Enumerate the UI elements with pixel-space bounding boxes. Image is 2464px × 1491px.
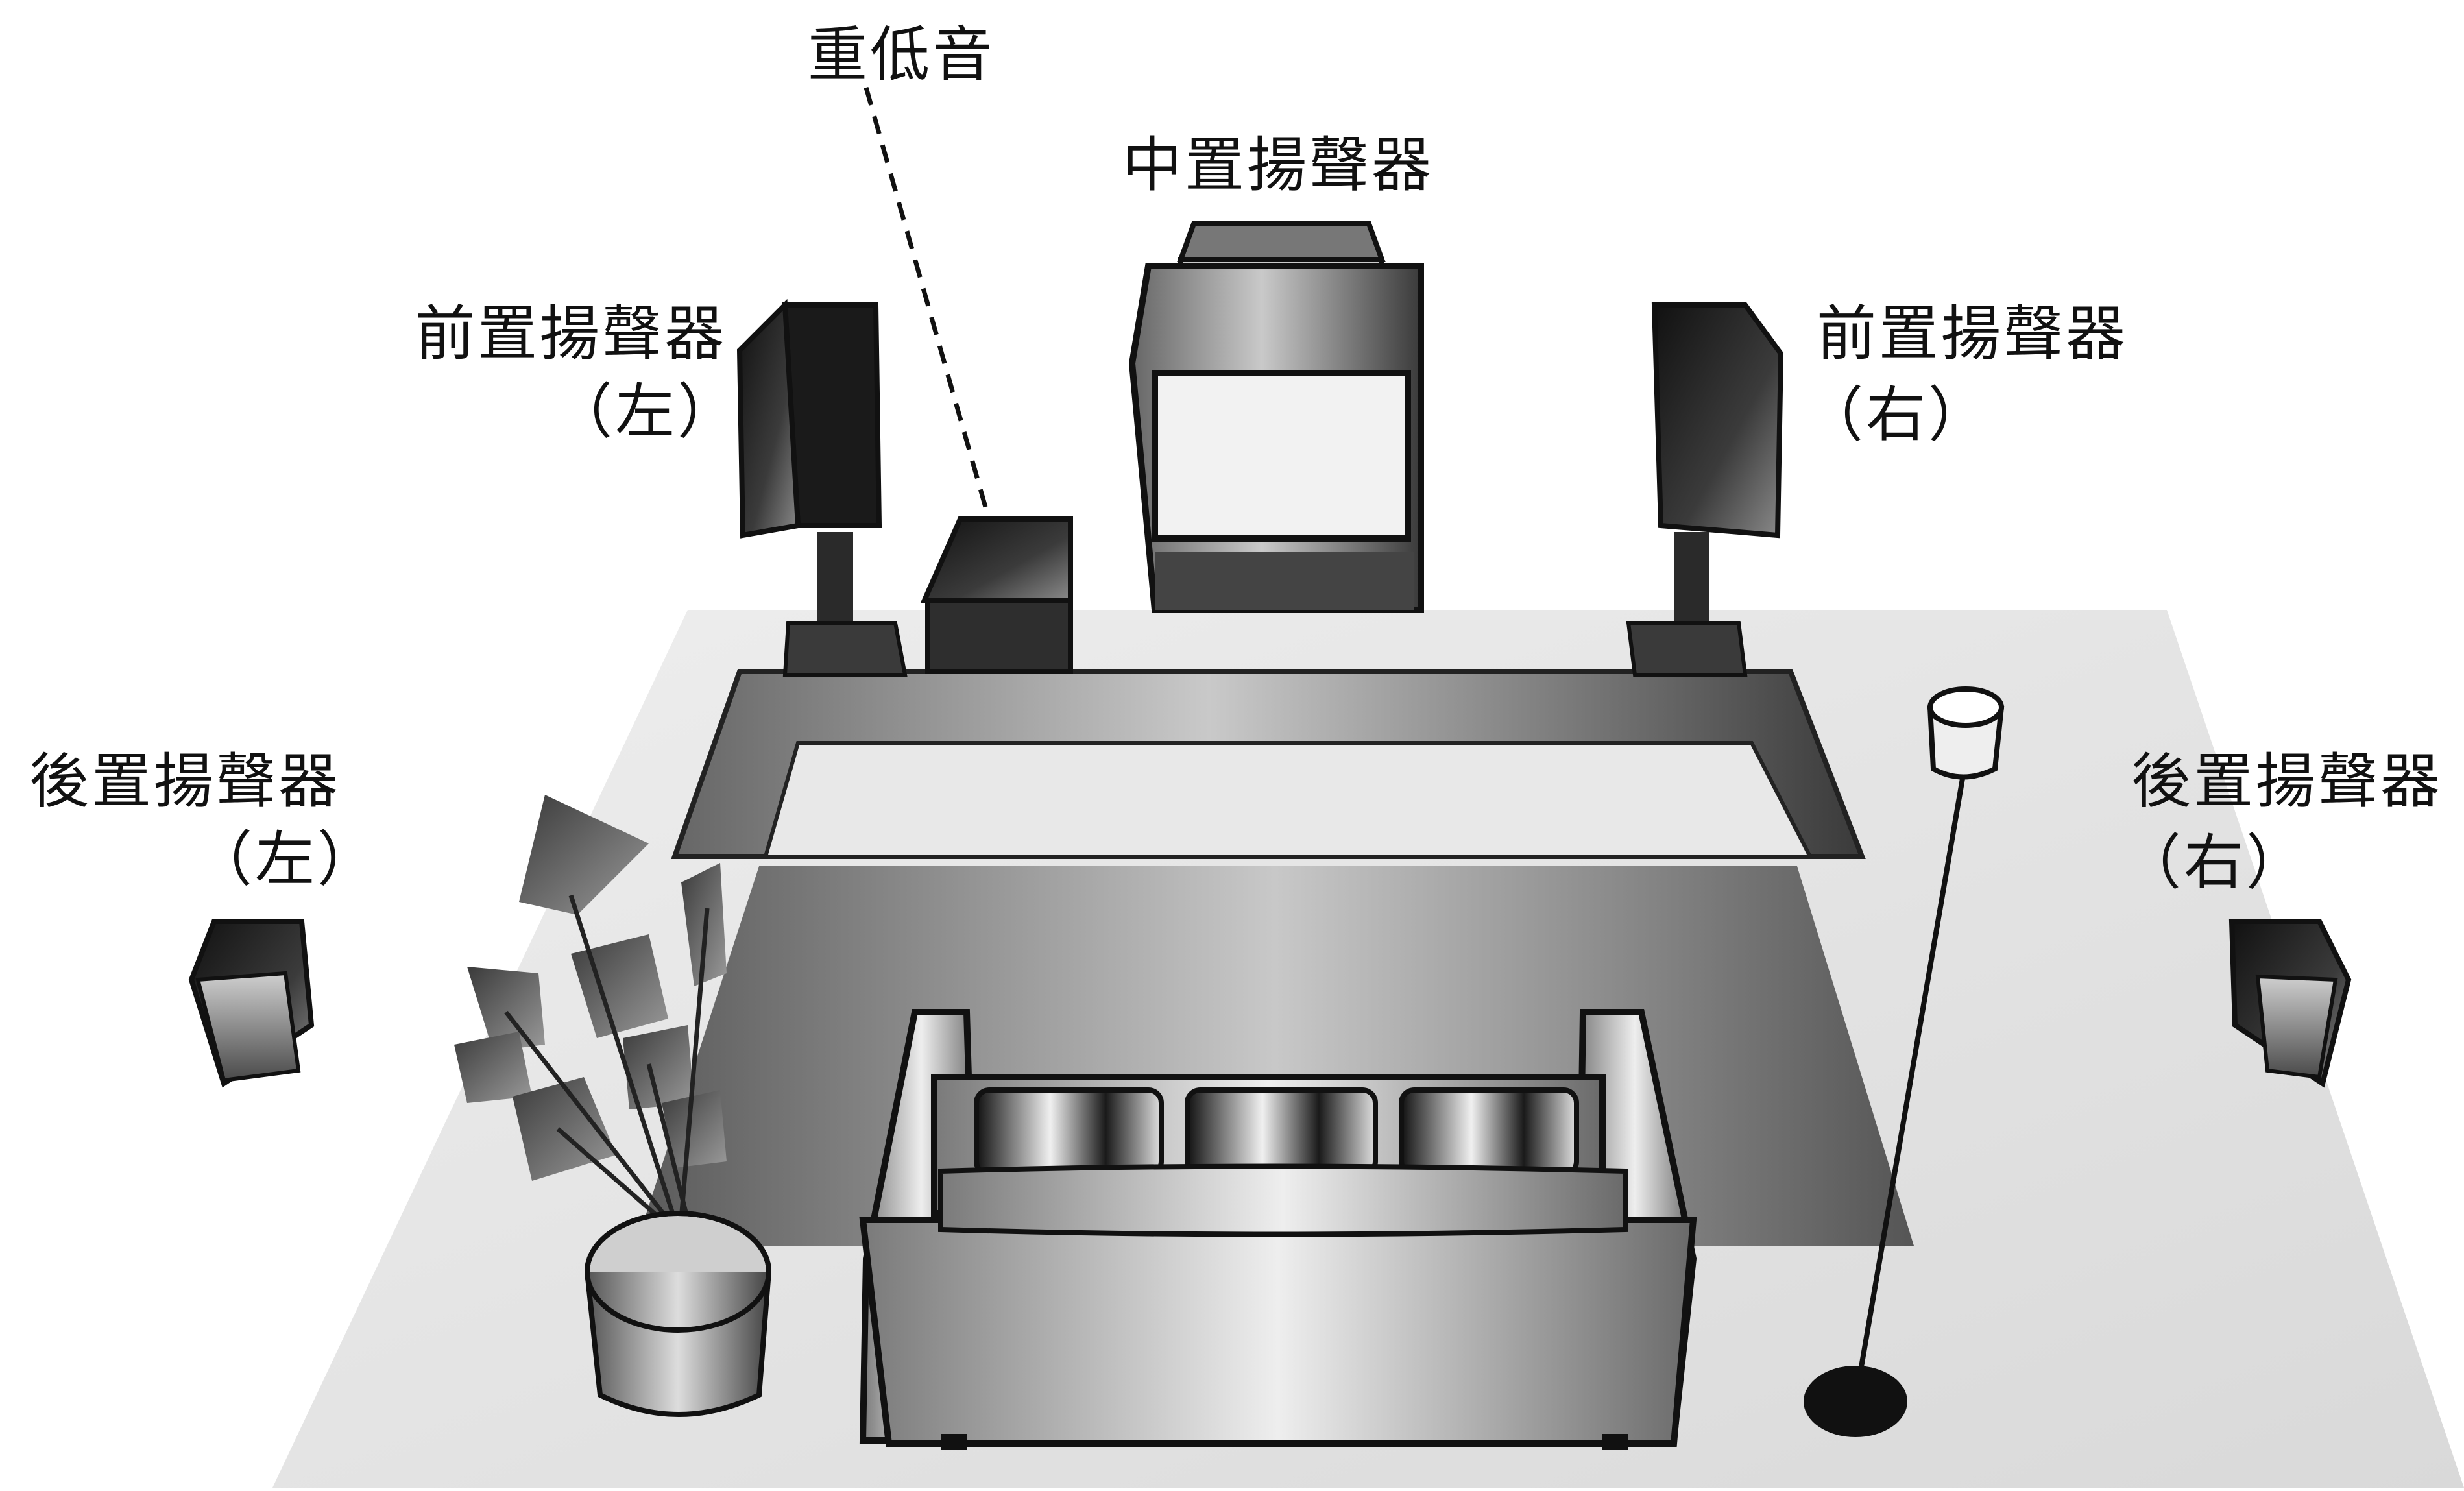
- rear-right-speaker: [2228, 919, 2352, 1088]
- subwoofer-unit: [920, 516, 1073, 674]
- av-cabinet-gap: [763, 741, 1813, 858]
- front-right-speaker: [1626, 302, 1784, 677]
- potted-plant: [454, 795, 771, 1417]
- center-speaker-label: 中置揚聲器: [1122, 130, 1434, 200]
- rear-left-side-label: （左）: [192, 825, 380, 894]
- center-speaker-tv: [1128, 221, 1424, 613]
- front-left-speaker-label: 前置揚聲器: [415, 299, 727, 369]
- rear-right-speaker-label: 後置揚聲器: [2131, 747, 2443, 816]
- floor-lamp: [1804, 686, 2005, 1437]
- subwoofer-label: 重低音: [808, 20, 995, 90]
- subwoofer-leader-line: [864, 87, 989, 510]
- rear-right-side-label: （右）: [2121, 828, 2309, 897]
- rear-left-speaker: [188, 919, 315, 1088]
- sofa: [859, 1009, 1697, 1450]
- front-left-side-label: （左）: [552, 377, 740, 446]
- front-right-side-label: （右）: [1804, 380, 1991, 450]
- front-left-speaker: [736, 298, 908, 677]
- front-right-speaker-label: 前置揚聲器: [1817, 299, 2129, 369]
- rear-left-speaker-label: 後置揚聲器: [29, 747, 341, 816]
